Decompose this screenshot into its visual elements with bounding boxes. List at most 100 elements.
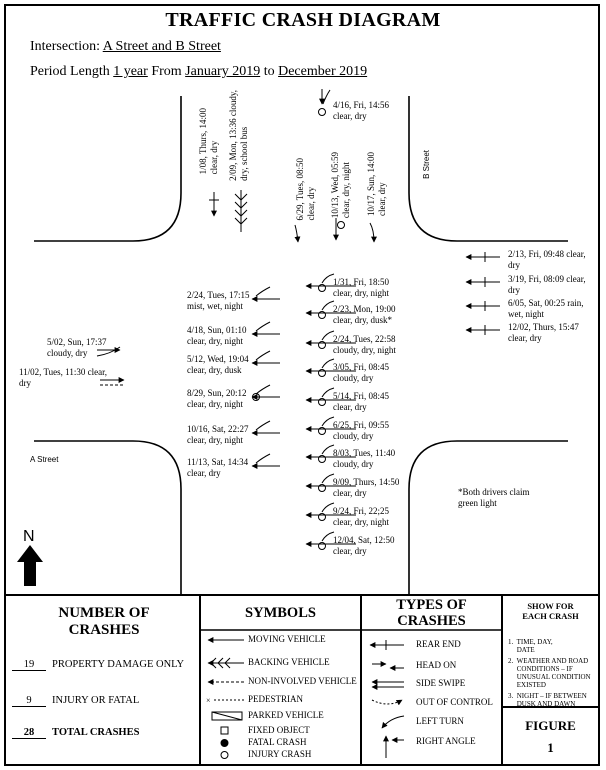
count-label: INJURY OR FATAL bbox=[52, 695, 140, 706]
crash-label-cl-3-line: clear, dry, night bbox=[187, 399, 244, 409]
crash-label-v1-line: 1/08, Thurs, 14:00 bbox=[198, 108, 208, 175]
crash-label-cl-4-line: clear, dry, night bbox=[187, 435, 244, 445]
period-end: December 2019 bbox=[278, 64, 368, 79]
crash-label-right-2: 6/05, Sat, 00:25 rain,wet, night bbox=[508, 298, 584, 320]
crash-label-cr-6-line: 8/03, Tues, 11:40 bbox=[333, 448, 396, 458]
crash-label-cr-4-line: clear, dry bbox=[333, 402, 367, 412]
chevron-v2 bbox=[234, 201, 248, 209]
figure-label: FIGURE bbox=[525, 718, 576, 733]
intersection-value: A Street and B Street bbox=[102, 39, 221, 54]
crash-label-cr-3-line: cloudy, dry bbox=[333, 373, 374, 383]
crash-label-right-0-line: 2/13, Fri, 09:48 clear, bbox=[508, 249, 586, 259]
road-edge-ne bbox=[408, 96, 568, 242]
crash-label-cr-1-line: clear, dry, dusk* bbox=[333, 315, 393, 325]
chevron-v2 bbox=[234, 193, 248, 201]
chevron-v2 bbox=[234, 217, 248, 225]
injury-marker-cr-4 bbox=[318, 398, 326, 406]
count-value: 19 bbox=[12, 659, 46, 671]
show-item-2: 3. NIGHT – IF BETWEEN DUSK AND DAWN bbox=[508, 692, 591, 708]
parked-vehicle-diagonal bbox=[211, 711, 243, 721]
crash-label-v2: 2/09, Mon, 13:36 cloudy,dry, school bus bbox=[228, 90, 250, 181]
number-title-line: NUMBER OF bbox=[58, 605, 150, 621]
intersection-label: Intersection: bbox=[30, 39, 100, 54]
crash-label-cl-5-line: 11/13, Sat, 14:34 bbox=[187, 457, 249, 467]
count-property-damage: 19 PROPERTY DAMAGE ONLY bbox=[12, 659, 184, 671]
show-title-line: EACH CRASH bbox=[522, 611, 579, 621]
crash-label-v2-line: dry, school bus bbox=[239, 126, 249, 181]
show-item-1: 2. WEATHER AND ROAD CONDITIONS – IF UNUS… bbox=[508, 657, 591, 689]
type-label-3: OUT OF CONTROL bbox=[416, 697, 493, 707]
symbol-label-6: FATAL CRASH bbox=[248, 737, 307, 747]
symbol-label-5: FIXED OBJECT bbox=[248, 725, 310, 735]
injury-marker-0829 bbox=[252, 393, 260, 401]
crash-label-right-1-line: dry bbox=[508, 285, 520, 295]
count-label: TOTAL CRASHES bbox=[52, 727, 140, 738]
injury-marker-0416 bbox=[318, 108, 326, 116]
crash-label-cr-8-line: clear, dry, night bbox=[333, 517, 390, 527]
show-item-line: DUSK AND DAWN bbox=[508, 700, 576, 708]
arrow-cr-b-9 bbox=[321, 531, 335, 542]
crash-label-cr-9-line: 12/04, Sat, 12:50 bbox=[333, 535, 395, 545]
arrow-0416-b bbox=[322, 89, 331, 105]
fatal-crash-icon bbox=[220, 739, 229, 747]
symbol-label-2: NON-INVOLVED VEHICLE bbox=[248, 676, 357, 686]
diagram-title: TRAFFIC CRASH DIAGRAM bbox=[165, 9, 441, 31]
crash-label-right-2-line: wet, night bbox=[508, 309, 544, 319]
type-label-4: LEFT TURN bbox=[416, 716, 464, 726]
arrow-cl-b-4 bbox=[255, 420, 271, 431]
crash-label-cr-5-line: 6/25, Fri, 09:55 bbox=[333, 420, 390, 430]
show-for-each-crash-title: SHOW FOR EACH CRASH bbox=[502, 601, 599, 621]
b-street-label: B Street bbox=[422, 150, 431, 179]
crash-label-cr-3-line: 3/05, Fri, 08:45 bbox=[333, 362, 390, 372]
arrow-cl-b-3 bbox=[255, 384, 271, 395]
crash-label-v3-line: 6/29, Tues, 08:50 bbox=[295, 158, 305, 221]
arrow-cr-b-1 bbox=[321, 300, 335, 311]
number-of-crashes-title: NUMBER OF CRASHES bbox=[10, 605, 198, 639]
count-label: PROPERTY DAMAGE ONLY bbox=[52, 659, 185, 670]
crash-label-v2-line: 2/09, Mon, 13:36 cloudy, bbox=[228, 90, 238, 181]
number-title-line: CRASHES bbox=[68, 622, 140, 638]
period-from: From bbox=[151, 64, 182, 79]
legend-symbol-icons: × bbox=[206, 637, 405, 759]
backing-chevron bbox=[210, 657, 217, 669]
crash-label-right-2-line: 6/05, Sat, 00:25 rain, bbox=[508, 298, 584, 308]
crash-label-cr-0-line: 1/31, Fri, 18:50 bbox=[333, 277, 390, 287]
arrow-cr-b-5 bbox=[321, 416, 335, 427]
arrow-cl-b-0 bbox=[255, 286, 271, 297]
injury-marker-cr-3 bbox=[318, 369, 326, 377]
show-item-line: UNUSUAL CONDITION bbox=[508, 673, 591, 681]
injury-marker-cr-0 bbox=[318, 284, 326, 292]
period-start: January 2019 bbox=[185, 64, 261, 79]
injury-marker-v4 bbox=[337, 221, 345, 229]
type-label-5: RIGHT ANGLE bbox=[416, 736, 476, 746]
crash-label-cr-0-line: clear, dry, night bbox=[333, 288, 390, 298]
out-of-control-icon bbox=[371, 699, 403, 706]
injury-marker-cr-1 bbox=[318, 311, 326, 319]
crash-label-0416-line: clear, dry bbox=[333, 111, 367, 121]
crash-arrows bbox=[96, 89, 500, 550]
crash-label-cl-1-line: clear, dry, night bbox=[187, 336, 244, 346]
crash-label-0416-line: 4/16, Fri, 14:56 bbox=[333, 100, 390, 110]
green-light-note: *Both drivers claim green light bbox=[458, 487, 530, 509]
crash-label-cr-2-line: cloudy, dry, night bbox=[333, 345, 396, 355]
crash-label-right-0-line: dry bbox=[508, 260, 520, 270]
crash-label-v5-line: 10/17, Sun, 14:00 bbox=[366, 152, 376, 217]
show-item-line: CONDITIONS – IF bbox=[508, 665, 573, 673]
crash-label-cr-6-line: cloudy, dry bbox=[333, 459, 374, 469]
